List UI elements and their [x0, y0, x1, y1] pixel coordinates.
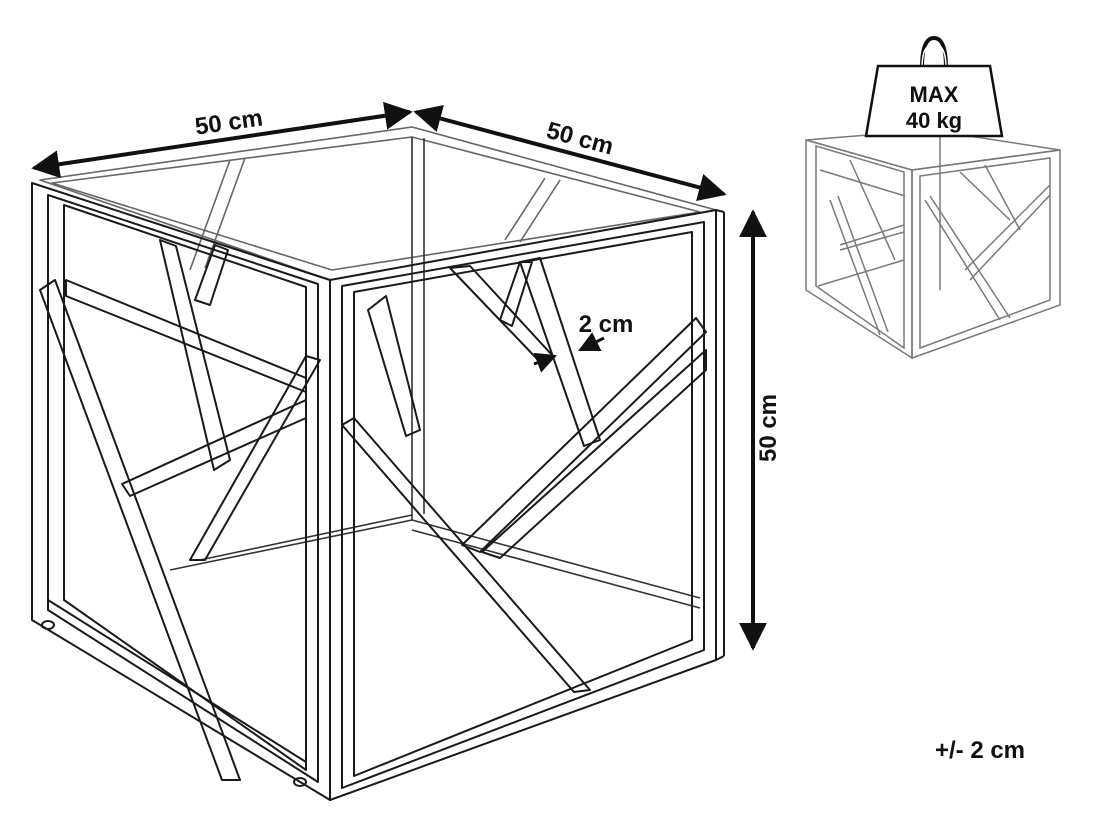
foot-front [293, 777, 307, 787]
side-table-drawing [31, 126, 725, 801]
weight-icon [864, 35, 1004, 138]
load-weight-label: 40 kg [906, 108, 962, 133]
left-face-frame [31, 182, 331, 801]
glass-top [39, 126, 717, 281]
tube-arrow-left [533, 352, 557, 373]
tube-label: 2 cm [579, 311, 634, 338]
back-frame [169, 137, 701, 609]
thumbnail-table [805, 129, 1061, 360]
tolerance-label: +/- 2 cm [935, 737, 1025, 764]
right-face-frame [329, 209, 725, 801]
depth-arrow [413, 104, 727, 202]
width-arrow [31, 101, 413, 179]
foot-left [41, 620, 55, 630]
dimension-arrows [31, 101, 767, 651]
tube-arrow-right [578, 332, 605, 352]
height-label: 50 cm [755, 394, 782, 462]
left-face-braces [39, 239, 321, 781]
load-max-label: MAX [910, 82, 959, 107]
right-face-braces [341, 257, 707, 693]
